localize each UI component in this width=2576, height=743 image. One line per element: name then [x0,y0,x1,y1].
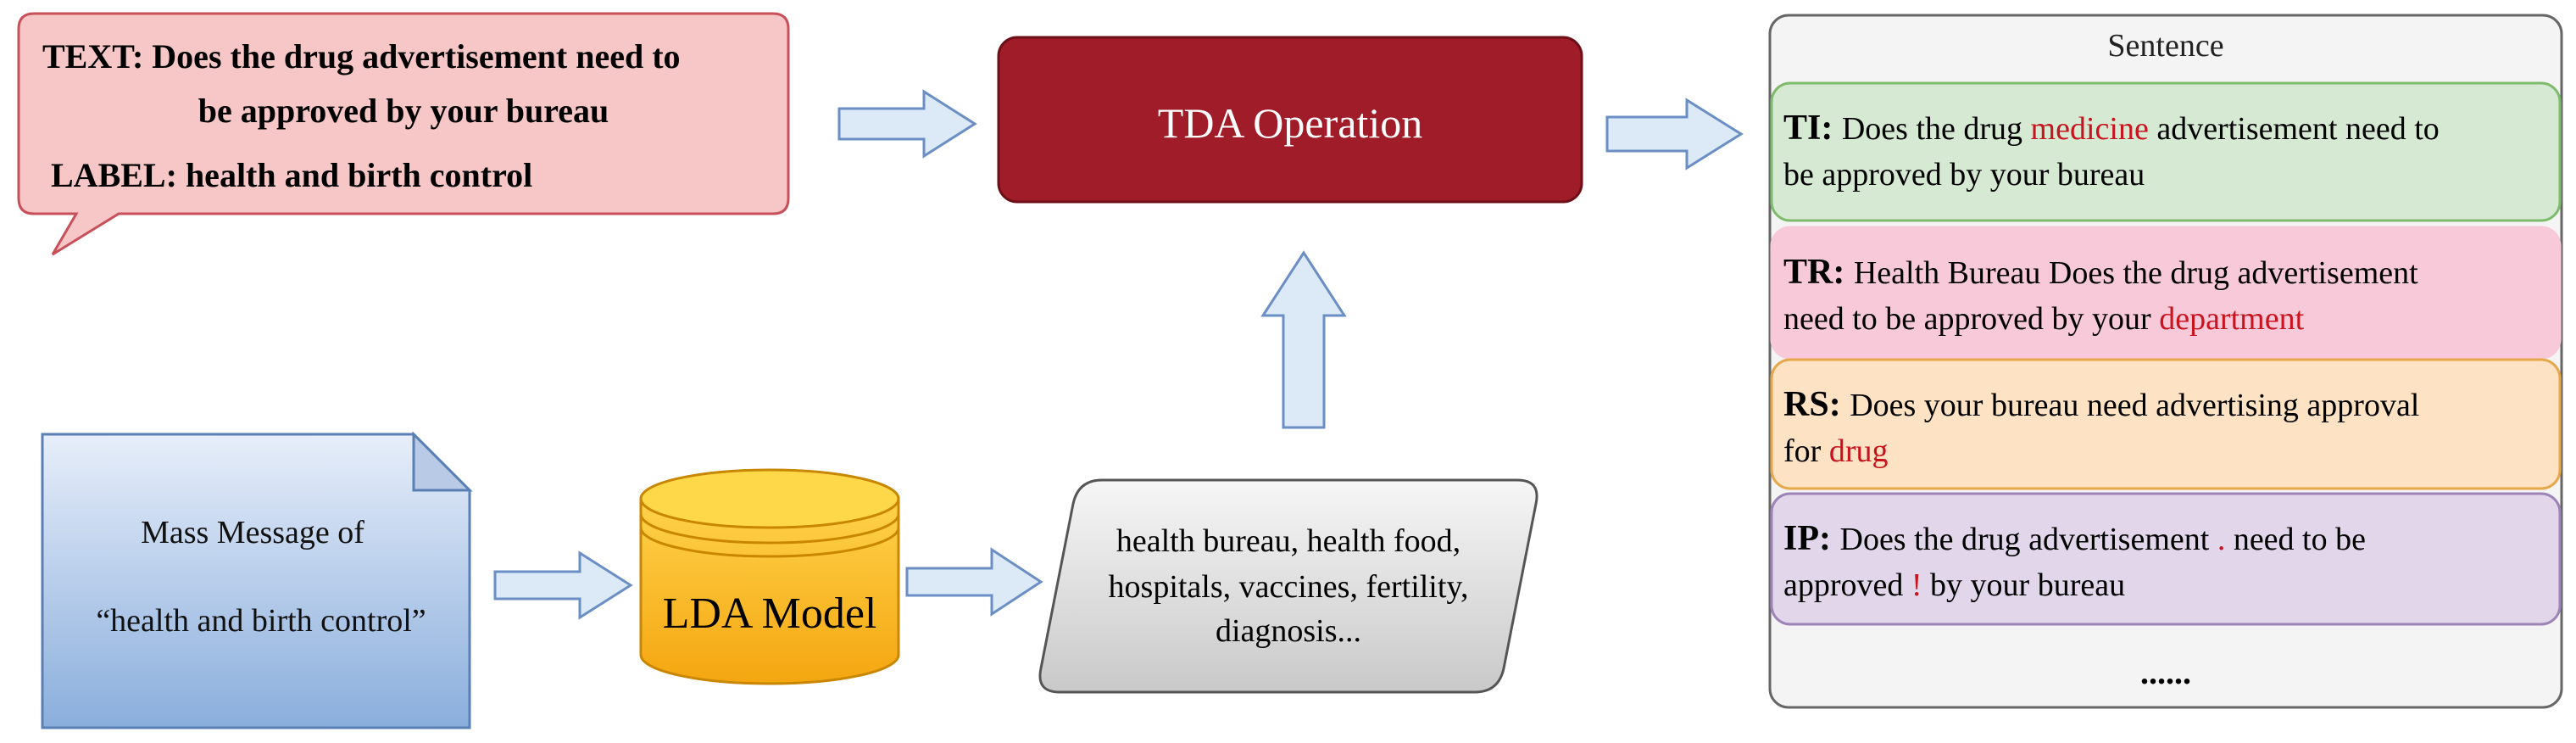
text-line2: be approved by your bureau [198,92,609,130]
callout-bubble [17,12,790,256]
ip-line1-a: Does the drug advertisement [1840,522,2217,557]
tr-highlight: department [2159,301,2304,337]
arrow-lda-to-keywords [905,547,1043,617]
keywords-box: health bureau, health food, hospitals, v… [1038,478,1538,694]
text-key: TEXT [42,37,135,75]
text-line1: Does the drug advertisement need to [152,37,680,75]
arrow-document-to-lda [493,550,633,620]
ip-highlight-2: ! [1911,567,1922,603]
svg-text:approved ! by your bureau: approved ! by your bureau [1783,567,2125,603]
ip-line1-b: need to be [2225,522,2366,557]
ip-line2-a: approved [1783,567,1911,603]
ip-highlight-1: . [2217,522,2226,557]
ti-line1-b: advertisement need to [2149,111,2440,147]
arrow-keywords-to-tda [1260,250,1347,429]
arrows [493,89,1744,620]
lda-model-database: LDA Model [639,468,900,685]
arrow-tda-to-sentences [1605,98,1744,170]
svg-text:LABEL: health and birth contro: LABEL: health and birth control [51,156,532,194]
svg-text:TI: Does the drug medicine adv: TI: Does the drug medicine advertisement… [1783,109,2440,148]
arrow-input-to-tda [837,89,977,159]
sentence-panel: Sentence TI: Does the drug medicine adve… [1768,14,2563,709]
ti-highlight: medicine [2031,111,2149,147]
rs-line2-a: for [1783,433,1829,469]
sentence-ellipsis: ...... [2140,653,2191,691]
input-example-callout: TEXT: Does the drug advertisement need t… [17,12,790,256]
sentence-item-tr: TR: Health Bureau Does the drug advertis… [1770,226,2562,360]
label-value: health and birth control [186,156,532,194]
document-icon [41,433,471,729]
keywords-line1: health bureau, health food, [1116,523,1460,559]
tr-line2-a: need to be approved by your [1783,301,2159,337]
sentence-item-ip: IP: Does the drug advertisement . need t… [1770,492,2562,626]
keywords-line3: diagnosis... [1216,613,1361,649]
mass-message-line2: “health and birth control” [96,603,426,639]
svg-text:RS: Does your bureau need adve: RS: Does your bureau need advertising ap… [1783,385,2419,424]
rs-highlight: drug [1829,433,1889,469]
ip-line2-b: by your bureau [1922,567,2126,603]
tda-operation-label: TDA Operation [1158,99,1422,147]
ti-line2: be approved by your bureau [1783,157,2145,193]
document-fold [412,431,473,492]
svg-text:TR: Health Bureau Does the dru: TR: Health Bureau Does the drug advertis… [1783,253,2418,292]
tr-line1: Health Bureau Does the drug advertisemen… [1854,255,2418,291]
ti-key: TI [1783,109,1821,148]
ti-line1-a: Does the drug [1842,111,2031,147]
tr-key: TR [1783,253,1833,292]
rs-line1: Does your bureau need advertising approv… [1850,388,2419,423]
keywords-line2: hospitals, vaccines, fertility, [1109,569,1469,605]
svg-text:TEXT: Does the drug advertisem: TEXT: Does the drug advertisement need t… [42,37,681,75]
svg-text:IP: Does the drug advertisemen: IP: Does the drug advertisement . need t… [1783,519,2366,558]
mass-message-line1: Mass Message of [141,515,364,550]
rs-key: RS [1783,385,1829,424]
tda-operation-box: TDA Operation [997,36,1583,204]
label-key: LABEL [51,156,166,194]
lda-model-label: LDA Model [663,589,877,638]
sentence-header: Sentence [2107,28,2223,64]
database-icon [639,497,900,685]
ip-key: IP [1783,519,1819,558]
svg-text:need to be approved by your de: need to be approved by your department [1783,301,2305,337]
sentence-item-rs: RS: Does your bureau need advertising ap… [1770,358,2562,490]
sentence-item-ti: TI: Does the drug medicine advertisement… [1770,81,2562,222]
mass-message-document: Mass Message of “health and birth contro… [41,431,473,729]
svg-text:for drug: for drug [1783,433,1888,469]
